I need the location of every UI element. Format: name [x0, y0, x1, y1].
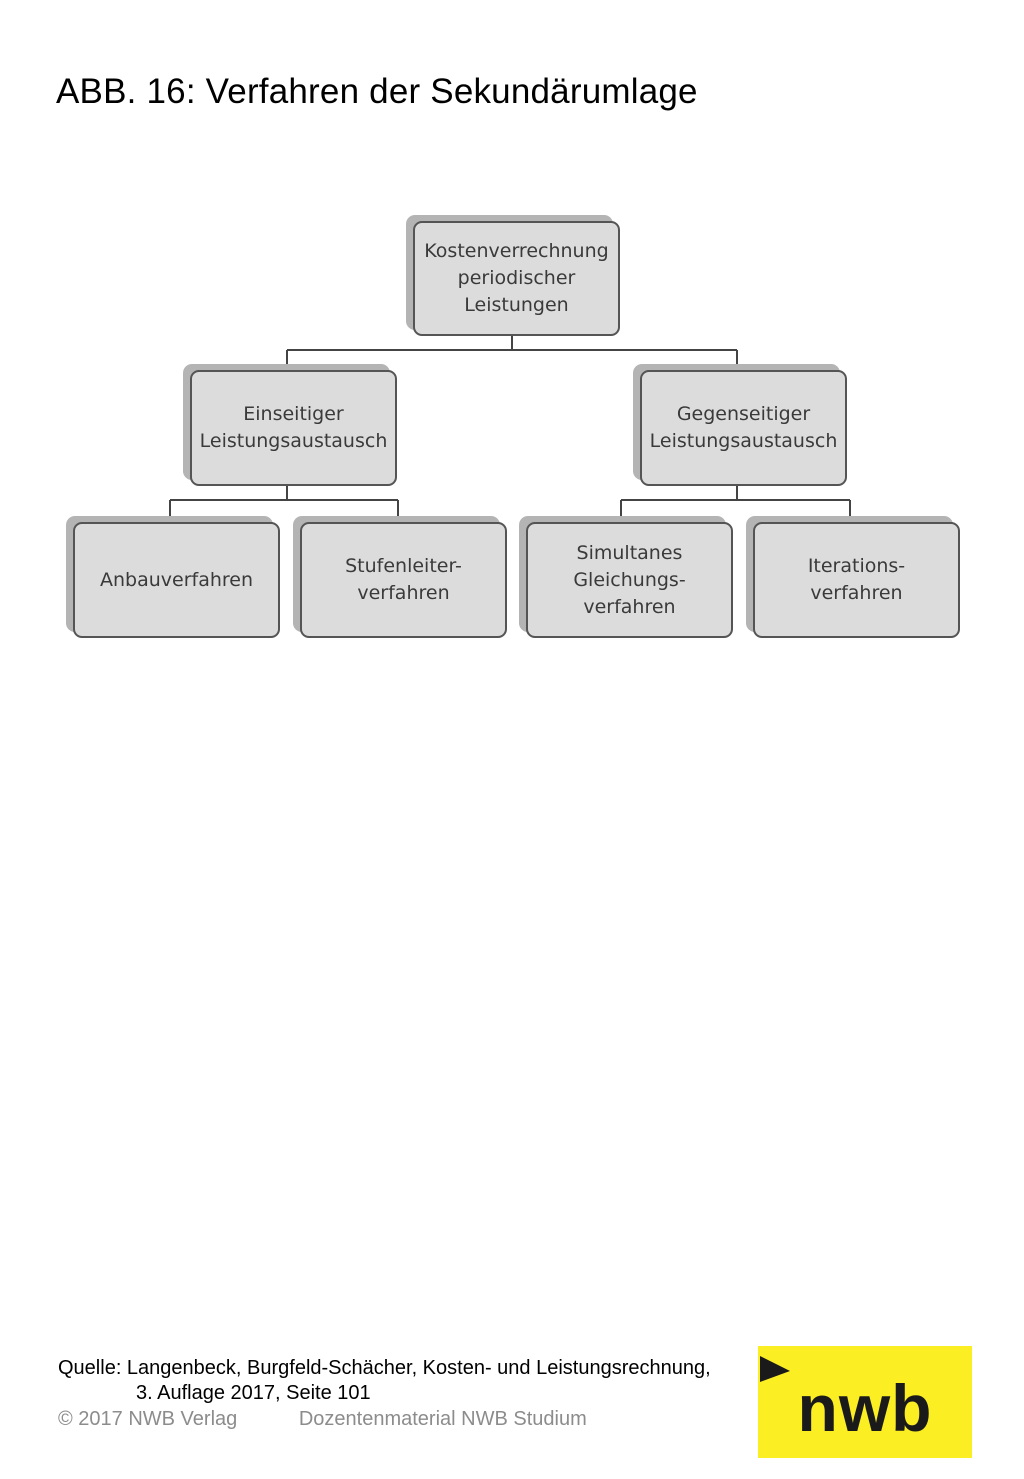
node-leaf-4-line-2: verfahren — [810, 582, 903, 604]
source-line-2: 3. Auflage 2017, Seite 101 — [136, 1382, 371, 1404]
source-line-1: Quelle: Langenbeck, Burgfeld-Schächer, K… — [58, 1357, 711, 1379]
node-leaf-2: Stufenleiter- verfahren — [300, 522, 507, 638]
node-leaf-3: Simultanes Gleichungs- verfahren — [526, 522, 733, 638]
node-right-branch: Gegenseitiger Leistungsaustausch — [640, 370, 847, 486]
footer-material: Dozentenmaterial NWB Studium — [298, 1408, 587, 1430]
node-leaf-4: Iterations- verfahren — [753, 522, 960, 638]
node-left-branch-line-1: Einseitiger — [243, 403, 344, 425]
node-leaf-3-line-1: Simultanes — [576, 541, 683, 564]
node-leaf-2-line-1: Stufenleiter- — [345, 555, 462, 577]
node-root: Kostenverrechnung periodischer Leistunge… — [413, 221, 620, 336]
node-left-branch: Einseitiger Leistungsaustausch — [190, 370, 397, 486]
node-leaf-1-line-1: Anbauverfahren — [99, 568, 254, 591]
node-leaf-2-line-2: verfahren — [357, 582, 450, 604]
node-root-line-1: Kostenverrechnung — [424, 240, 609, 262]
connector-lines — [169, 335, 851, 523]
logo-text: nwb — [797, 1371, 933, 1445]
node-root-line-2: periodischer — [457, 267, 576, 289]
node-leaf-3-line-2: Gleichungs- — [573, 568, 686, 591]
node-right-branch-line-2: Leistungsaustausch — [649, 430, 838, 452]
logo-arrow-icon — [760, 1356, 790, 1382]
node-left-branch-line-2: Leistungsaustausch — [199, 430, 388, 452]
footer-copyright: © 2017 NWB Verlag — [58, 1408, 238, 1430]
node-leaf-3-line-3: verfahren — [583, 595, 676, 618]
node-leaf-1: Anbauverfahren — [73, 522, 280, 638]
node-leaf-4-line-1: Iterations- — [807, 555, 906, 577]
footer: © 2017 NWB Verlag Dozentenmaterial NWB S… — [58, 1408, 587, 1431]
hierarchy-diagram: Kostenverrechnung periodischer Leistunge… — [0, 0, 1024, 700]
node-right-branch-line-1: Gegenseitiger — [676, 403, 811, 425]
page-title: ABB. 16: Verfahren der Sekundärumlage — [56, 72, 698, 111]
nwb-logo: nwb — [758, 1346, 972, 1458]
source-citation: Quelle: Langenbeck, Burgfeld-Schächer, K… — [58, 1356, 711, 1406]
node-root-line-3: Leistungen — [464, 294, 569, 316]
